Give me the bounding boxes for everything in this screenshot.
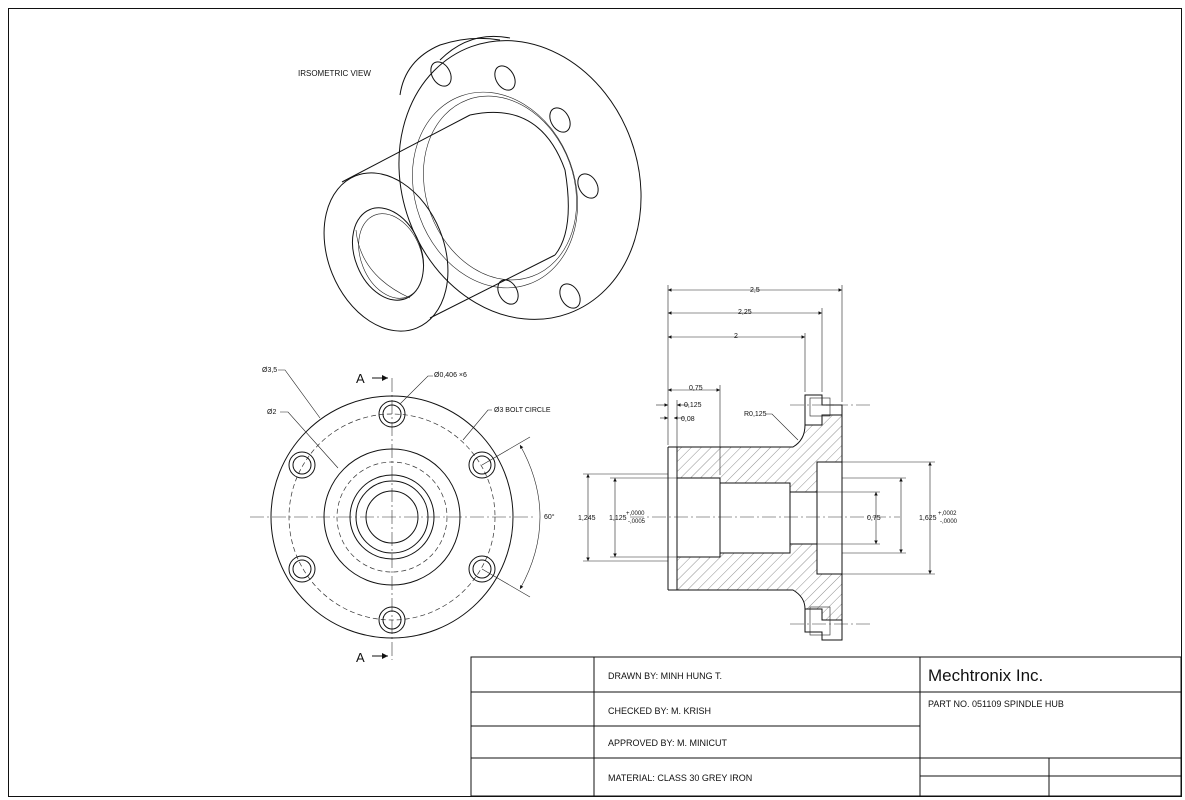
dim-bore-mid: 0,75 xyxy=(867,515,881,522)
dim-chamfer-b: 0,08 xyxy=(681,416,695,423)
bolt-holes xyxy=(288,400,496,634)
section-label-bottom: A xyxy=(356,650,365,665)
dim-bolt-circle: Ø3 BOLT CIRCLE xyxy=(494,407,551,414)
material: MATERIAL: CLASS 30 GREY IRON xyxy=(608,773,752,783)
flange-outer-circle xyxy=(270,395,514,639)
section-label-top: A xyxy=(356,371,365,386)
dim-bore-left-tol-upper: +,0000 xyxy=(626,511,645,517)
dim-chamfer-a: 0,125 xyxy=(684,402,702,409)
bolt-circle xyxy=(288,413,496,621)
dim-bore-right-tol-upper: +,0002 xyxy=(938,511,957,517)
dim-bore-left: 1,125 xyxy=(609,515,627,522)
dim-length-2: 2,25 xyxy=(738,309,752,316)
dim-bore-right-tol-lower: -,0000 xyxy=(940,519,958,525)
isometric-view: IRSOMETRIC VIEW xyxy=(298,35,642,332)
dim-length-total: 2,5 xyxy=(750,287,760,294)
company-name: Mechtronix Inc. xyxy=(928,666,1043,685)
dim-length-3: 2 xyxy=(734,333,738,340)
dim-dia-left: 1,245 xyxy=(578,515,596,522)
dim-length-4: 0,75 xyxy=(689,385,703,392)
dim-angle: 60° xyxy=(544,513,555,521)
title-block: DRAWN BY: MINH HUNG T. CHECKED BY: M. KR… xyxy=(470,656,1182,797)
front-view: A A Ø3,5 Ø2 Ø0,406 ×6 Ø3 BOLT CIRCLE 60° xyxy=(250,367,555,665)
drawn-by: DRAWN BY: MINH HUNG T. xyxy=(608,671,722,681)
section-hatch xyxy=(668,414,843,493)
section-view: 2,5 2,25 2 0,75 0,125 0,08 R0,125 1,245 … xyxy=(578,285,958,641)
dim-holes: Ø0,406 ×6 xyxy=(434,372,467,379)
dim-outer-dia: Ø3,5 xyxy=(262,367,277,374)
dim-bore-left-tol-lower: -,0005 xyxy=(628,519,646,525)
dim-bore-right: 1,625 xyxy=(919,515,937,522)
approved-by: APPROVED BY: M. MINICUT xyxy=(608,738,728,748)
checked-by: CHECKED BY: M. KRISH xyxy=(608,706,711,716)
dim-fillet: R0,125 xyxy=(744,411,767,418)
part-number: PART NO. 051109 SPINDLE HUB xyxy=(928,699,1064,709)
iso-view-label: IRSOMETRIC VIEW xyxy=(298,69,371,78)
dim-inner-dia: Ø2 xyxy=(267,409,276,416)
